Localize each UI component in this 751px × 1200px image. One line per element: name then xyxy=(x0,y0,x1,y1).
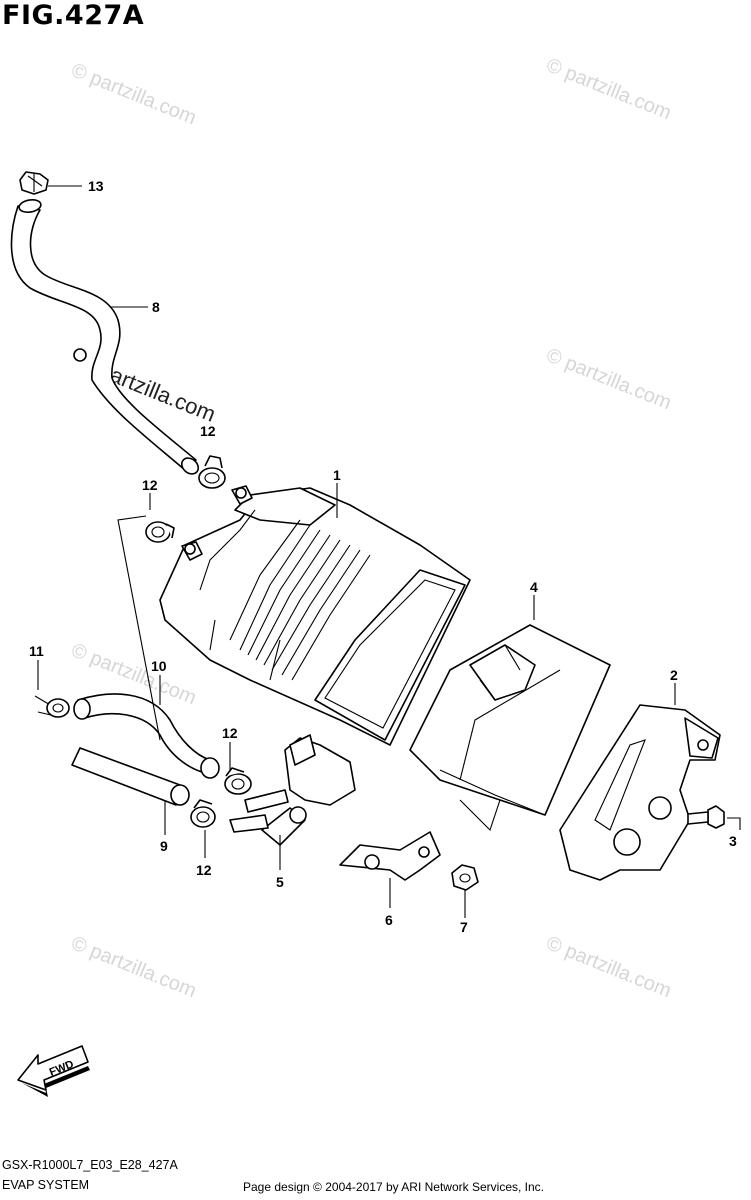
callout-6: 6 xyxy=(385,912,393,928)
callout-12: 12 xyxy=(222,725,238,741)
clip-11 xyxy=(34,695,70,718)
hose-9 xyxy=(71,747,190,806)
hose-10 xyxy=(73,693,220,779)
callout-2: 2 xyxy=(670,667,678,683)
clamp-12-valve-upper xyxy=(224,767,252,795)
watermark: © partzilla.com xyxy=(543,932,674,1002)
fwd-arrow: FWD xyxy=(17,1045,90,1097)
clamp-12-left xyxy=(145,521,175,543)
bracket-2 xyxy=(559,704,721,881)
callout-3: 3 xyxy=(729,833,737,849)
callout-1: 1 xyxy=(333,467,341,483)
callouts: 13 8 12 12 1 4 2 3 11 10 12 9 12 5 6 7 xyxy=(29,178,737,935)
watermark: © partzilla.com xyxy=(543,344,674,414)
copyright: Page design © 2004-2017 by ARI Network S… xyxy=(243,1180,545,1194)
figure-title: FIG.427A xyxy=(2,0,145,31)
watermark: © partzilla.com xyxy=(68,932,199,1002)
canister-1 xyxy=(159,485,471,746)
clamp-13 xyxy=(19,171,49,195)
nut-7 xyxy=(451,864,479,891)
clamp-12-upper xyxy=(198,455,226,489)
callout-12: 12 xyxy=(142,477,158,493)
group-indicator-line xyxy=(117,515,161,741)
callout-12: 12 xyxy=(196,862,212,878)
callout-11: 11 xyxy=(29,643,44,659)
valve-5 xyxy=(229,734,356,846)
callout-10: 10 xyxy=(151,658,167,674)
callout-13: 13 xyxy=(88,178,104,194)
callout-12: 12 xyxy=(200,423,216,439)
callout-8: 8 xyxy=(152,299,160,315)
leader-lines xyxy=(37,185,741,918)
callout-9: 9 xyxy=(160,838,168,854)
bracket-6 xyxy=(339,831,441,881)
watermark: © partzilla.com xyxy=(543,54,674,124)
watermark: © partzilla.com xyxy=(68,59,199,129)
system-name: EVAP SYSTEM xyxy=(2,1178,90,1192)
callout-7: 7 xyxy=(460,919,468,935)
hose-8 xyxy=(10,198,200,475)
callout-4: 4 xyxy=(530,579,538,595)
model-code: GSX-R1000L7_E03_E28_427A xyxy=(2,1158,178,1172)
cover-4 xyxy=(409,624,611,832)
footer-left: GSX-R1000L7_E03_E28_427A EVAP SYSTEM xyxy=(2,1155,178,1195)
callout-5: 5 xyxy=(276,874,284,890)
clamp-12-valve-lower xyxy=(190,799,216,828)
bolt-3 xyxy=(687,805,725,829)
